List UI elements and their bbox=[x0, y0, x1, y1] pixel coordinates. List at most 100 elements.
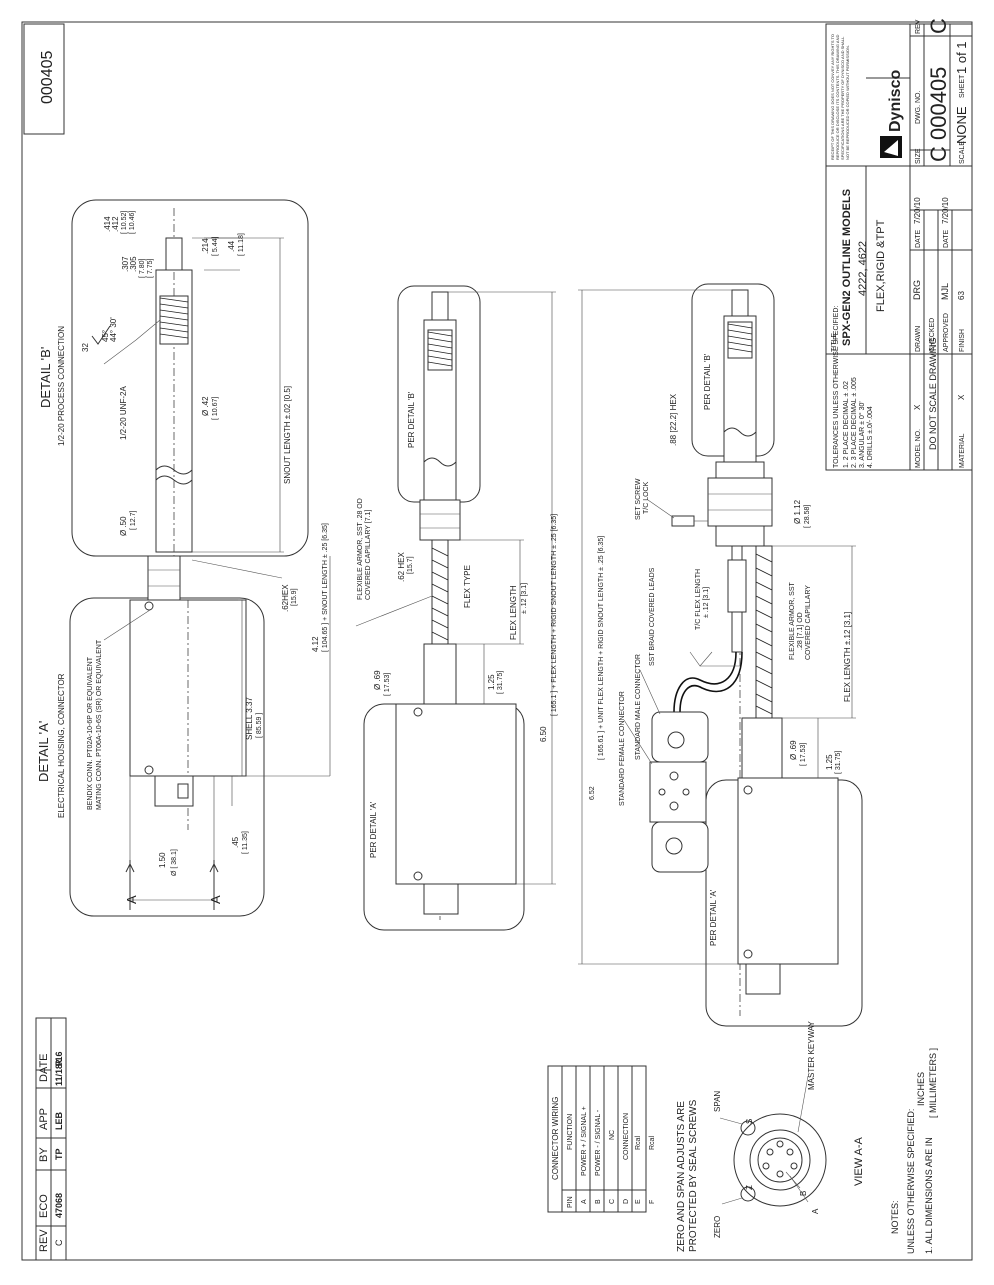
detail-b-1052: [ 10.52] bbox=[121, 211, 128, 234]
date-lbl-2: DATE bbox=[943, 230, 950, 248]
wiring-row-2-pin: C bbox=[609, 1199, 616, 1204]
notes-mm: [ MILLIMETERS ] bbox=[928, 1048, 938, 1118]
detail-b-snout: SNOUT LENGTH ±.02 [0.5] bbox=[283, 386, 292, 484]
detail-b-1067: [ 10.67] bbox=[212, 397, 219, 420]
detail-a-shell: SHELL 3.37 bbox=[245, 697, 254, 740]
by-value: TP bbox=[54, 1148, 64, 1160]
detail-b-drawing bbox=[103, 208, 284, 556]
view-aa-title: VIEW A-A bbox=[853, 1136, 865, 1186]
view-aa-a: A bbox=[811, 1208, 820, 1214]
detail-b-305: .305 bbox=[129, 256, 138, 272]
title-block bbox=[825, 23, 973, 471]
model-lbl: MODEL NO. bbox=[915, 429, 922, 468]
title-lbl: TITLE bbox=[831, 333, 838, 352]
detail-b-angle2: 44° 30' bbox=[109, 317, 118, 342]
detail-a-drawing bbox=[125, 555, 331, 910]
detail-a-conn1: BENDIX CONN. PT02A-10-6P OR EQUIVALENT bbox=[87, 656, 94, 810]
flex-per-a: PER DETAIL 'A' bbox=[369, 801, 378, 858]
view-aa-span: SPAN bbox=[713, 1091, 722, 1112]
detail-a-title: DETAIL 'A' bbox=[36, 721, 51, 782]
proprietary-wrap: RECEIPT OF THIS DRAWING DOES NOT CONVEY … bbox=[830, 33, 850, 160]
tpt-2858: [ 28.58] bbox=[804, 505, 811, 528]
flex-length-tol: ± .12 [3.1] bbox=[521, 583, 528, 614]
tpt-per-a: PER DETAIL 'A' bbox=[709, 889, 718, 946]
view-aa-zero: ZERO bbox=[713, 1216, 722, 1238]
connector-wiring-table bbox=[547, 1065, 647, 1213]
flex-armor2: COVERED CAPILLARY [7.1] bbox=[365, 510, 372, 600]
detail-b-title: DETAIL 'B' bbox=[38, 347, 53, 408]
wiring-func-header: FUNCTION bbox=[567, 1114, 574, 1150]
finish-lbl: FINISH bbox=[959, 329, 966, 352]
do-not-scale: DO NOT SCALE DRAWING bbox=[928, 337, 938, 450]
view-aa-note: ZERO AND SPAN ADJUSTS ARE PROTECTED BY S… bbox=[676, 1099, 699, 1252]
wiring-row-3-func: CONNECTION bbox=[623, 1113, 630, 1160]
title-line2: 4222, 4622 bbox=[857, 241, 869, 296]
setscrew-leader bbox=[647, 499, 675, 519]
detail-b-780: [ 7.80] bbox=[139, 258, 146, 278]
date-value-2: 7/20/10 bbox=[941, 197, 950, 224]
tpt-652: 6.52 bbox=[589, 786, 596, 800]
size-lbl: SIZE bbox=[915, 148, 922, 164]
detail-b-frame bbox=[71, 199, 309, 557]
tolerance-header: TOLERANCES UNLESS OTHERWISE SPECIFIED: bbox=[833, 306, 840, 468]
scale-value: NONE bbox=[954, 106, 969, 144]
sheet-border bbox=[21, 21, 973, 1261]
date-value: 11/18/16 bbox=[54, 1051, 64, 1086]
rev-lbl: REV bbox=[915, 19, 922, 34]
date-value-1: 7/20/10 bbox=[913, 197, 922, 224]
section-a-left: A bbox=[124, 895, 139, 904]
title-line3: FLEX,RIGID &TPT bbox=[875, 219, 887, 312]
detail-a-45: .45 bbox=[231, 836, 240, 848]
rev-value: C bbox=[54, 1239, 64, 1246]
tpt-tclock: T/C LOCK bbox=[643, 481, 650, 514]
tpt-3175: [ 31.75] bbox=[835, 751, 842, 774]
detail-a-shell-mm: [ 85.59 ] bbox=[256, 713, 263, 738]
tpt-per-b: PER DETAIL 'B' bbox=[703, 353, 712, 410]
tpt-652-txt: [ 165.61 ] + UNIT FLEX LENGTH + RIGID SN… bbox=[598, 536, 605, 760]
detail-b-hex-mm: [15.9] bbox=[291, 588, 298, 606]
detail-a-overall-mm: [ 104.65 ] + SNOUT LENGTH ± .25 [6.35] bbox=[322, 523, 329, 652]
detail-a-conn2: MATING CONN. PT06A-10-6S (SR) OR EQUIVAL… bbox=[96, 639, 103, 810]
finish-value: 63 bbox=[957, 291, 966, 300]
notes-title: NOTES: bbox=[890, 1200, 900, 1234]
hex-leader bbox=[191, 559, 283, 579]
sheet-lbl: SHEET bbox=[959, 74, 966, 98]
notes-line2: 1. ALL DIMENSIONS ARE IN bbox=[924, 1137, 934, 1254]
detail-a-1135: [ 11.35] bbox=[242, 831, 249, 854]
checked-lbl: CHECKED bbox=[929, 318, 936, 352]
detail-b-127: [ 12.7] bbox=[130, 510, 137, 530]
proprietary-notice: RECEIPT OF THIS DRAWING DOES NOT CONVEY … bbox=[830, 33, 850, 160]
tpt-tc-tol: ± .12 [3.1] bbox=[703, 587, 710, 618]
wiring-row-4-func: Rcal bbox=[635, 1136, 642, 1150]
revision-block: REV ECO BY APP DATE C 47068 TP LEB 11/18… bbox=[35, 1017, 67, 1261]
view-aa-drawing bbox=[719, 1075, 827, 1207]
detail-b-50: Ø .50 bbox=[119, 516, 128, 536]
tpt-tc-flex: T/C FLEX LENGTH bbox=[695, 569, 702, 630]
section-a-right: A bbox=[208, 895, 223, 904]
wiring-row-0-pin: A bbox=[581, 1199, 588, 1204]
tpt-112: Ø 1.12 bbox=[793, 499, 802, 524]
tpt-armor2: .28 [7.1] OD bbox=[797, 612, 804, 650]
scale-lbl: SCALE bbox=[959, 141, 966, 164]
flex-length: FLEX LENGTH bbox=[509, 585, 518, 640]
leader-conn bbox=[103, 609, 151, 641]
detail-a-subtitle: ELECTRICAL HOUSING, CONNECTOR bbox=[57, 673, 66, 818]
detail-b-1118: [ 11.18] bbox=[238, 233, 245, 256]
wiring-row-5-pin: F bbox=[649, 1200, 656, 1204]
tolerance-line-3: 3. ANGULAR ± 0° 30' bbox=[858, 401, 866, 468]
detail-a-381: Ø [ 38.1] bbox=[171, 849, 178, 876]
detail-b-hex: .62HEX bbox=[281, 584, 290, 612]
date-lbl-1: DATE bbox=[915, 230, 922, 248]
detail-b-angle1: 45° bbox=[101, 330, 110, 342]
size-value: C bbox=[926, 146, 951, 162]
flex-type: FLEX TYPE bbox=[463, 565, 472, 608]
tolerance-line-4: 4. DRILLS ±.0/-.004 bbox=[867, 406, 874, 468]
company-name: Dynisco bbox=[887, 70, 904, 132]
detail-a-150: 1.50 bbox=[158, 852, 167, 868]
approved-lbl: APPROVED bbox=[943, 313, 950, 352]
view-aa-master: MASTER KEYWAY bbox=[807, 1020, 816, 1090]
dwg-lbl: DWG. NO. bbox=[915, 91, 922, 124]
view-aa-s: S bbox=[745, 1119, 754, 1124]
tpt-armor3: COVERED CAPILLARY bbox=[805, 585, 812, 660]
